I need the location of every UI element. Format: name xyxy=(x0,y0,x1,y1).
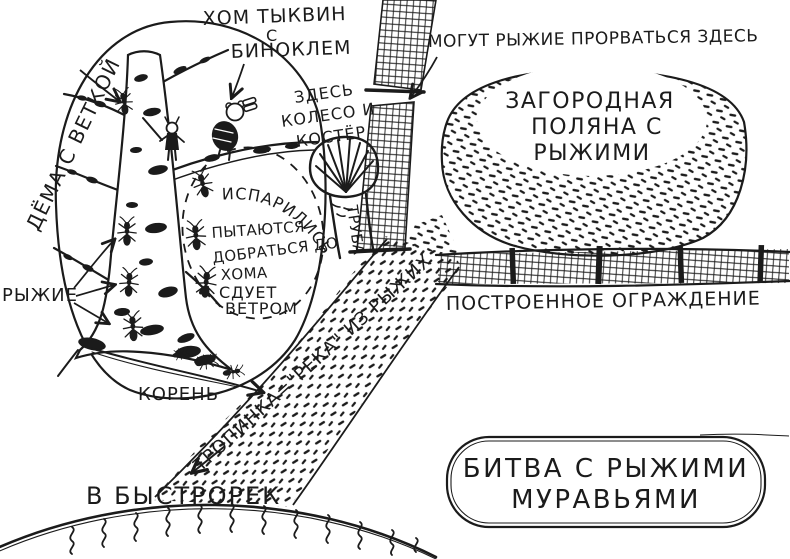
trying-label-line3: ХОМА xyxy=(220,264,268,284)
binoculars xyxy=(242,96,258,113)
hom-label-line1: ХОМ ТЫКВИН xyxy=(202,3,346,30)
fence-posts xyxy=(509,244,765,285)
hom-label-line2: С xyxy=(266,26,278,45)
dyoma-figure xyxy=(142,116,185,161)
wind-label-line1: СДУЕТ xyxy=(219,283,277,302)
title-bubble-outline xyxy=(445,435,767,529)
trail-arrow xyxy=(193,445,226,472)
horizontal-fence-band xyxy=(438,249,789,284)
pipe-left-wall xyxy=(328,194,342,260)
clearing-label-backdrop xyxy=(477,64,707,176)
dyoma-arrow xyxy=(79,69,119,101)
danger-dashed-outline xyxy=(181,146,325,320)
clearing-label-line3: РЫЖИМИ xyxy=(533,141,650,166)
trail-right-edge xyxy=(292,266,460,506)
breakthrough-label: МОГУТ РЫЖИЕ ПРОРВАТЬСЯ ЗДЕСЬ xyxy=(428,26,759,52)
river xyxy=(0,503,438,559)
river-waves xyxy=(69,503,419,556)
hom-label: ХОМ ТЫКВИН С БИНОКЛЕМ xyxy=(202,3,351,63)
vertical-fence-upper xyxy=(373,0,437,91)
smoke-ticks xyxy=(331,203,353,218)
clearing-label-line1: ЗАГОРОДНАЯ xyxy=(505,89,675,114)
hom-figure xyxy=(211,96,258,161)
tree-crown xyxy=(54,20,327,400)
wheel-label: ЗДЕСЬ КОЛЕСО И КОСТЁР xyxy=(280,80,377,151)
title-line1: БИТВА С РЫЖИМИ xyxy=(463,454,749,484)
red-ants-label: РЫЖИЕ xyxy=(2,285,78,306)
dyoma-label: ДЁМА С ВЕТКОЙ xyxy=(21,54,125,234)
clearing-label-line2: ПОЛЯНА С xyxy=(531,115,663,140)
clearing-funnel xyxy=(405,215,460,255)
red-ants-arrows xyxy=(73,240,114,323)
root-line xyxy=(89,347,262,392)
tree-root xyxy=(57,345,262,392)
trail-left-edge xyxy=(154,238,388,498)
hom-label-line3: БИНОКЛЕМ xyxy=(230,37,351,63)
root-label: КОРЕНЬ xyxy=(138,384,219,405)
vertical-fence-lower xyxy=(356,101,415,251)
clearing: ЗАГОРОДНАЯ ПОЛЯНА С РЫЖИМИ xyxy=(405,64,748,257)
horizontal-fence xyxy=(434,244,790,288)
trunk-marks xyxy=(78,74,216,366)
river-bank-arc xyxy=(0,503,438,559)
title-line2: МУРАВЬЯМИ xyxy=(511,485,701,515)
branch-stick xyxy=(142,117,163,141)
branch-marks xyxy=(63,56,299,295)
wind-label-line2: ВЕТРОМ xyxy=(225,299,298,318)
fence-label: ПОСТРОЕННОЕ ОГРАЖДЕНИЕ xyxy=(446,288,761,315)
ant-trail: ТРОПИНКА="РЕКА" ИЗ РЫЖИХ xyxy=(152,236,462,507)
danger-area: ИСПАРИЛИСЬ ПЫТАЮТСЯ ДОБРАТЬСЯ ДО ХОМА СД… xyxy=(181,146,339,320)
trail-band xyxy=(152,236,462,507)
breakthrough-arrow xyxy=(411,56,438,97)
title-bubble: БИТВА С РЫЖИМИ МУРАВЬЯМИ xyxy=(445,433,790,529)
hom-arrow xyxy=(232,63,245,97)
river-label: В БЫСТРОРЕК xyxy=(86,482,281,510)
fire-rays xyxy=(315,138,374,193)
